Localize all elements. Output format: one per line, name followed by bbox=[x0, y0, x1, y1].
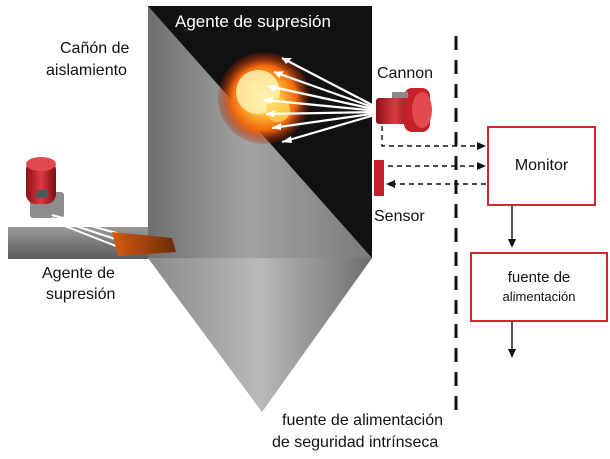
fireball-icon bbox=[218, 52, 310, 144]
power-supply-label-2: alimentación bbox=[502, 289, 576, 304]
monitor-box[interactable]: Monitor bbox=[487, 126, 596, 206]
isolation-cannon-label-2: aislamiento bbox=[46, 62, 127, 79]
intrinsic-power-label-2: de seguridad intrínseca bbox=[272, 434, 439, 451]
sensor-label: Sensor bbox=[374, 208, 425, 225]
cannon-label: Cannon bbox=[377, 65, 434, 82]
isolation-cannon-label-1: Cañón de bbox=[60, 40, 130, 57]
agent-label-top: Agente de supresión bbox=[175, 12, 331, 31]
cannon-icon[interactable] bbox=[376, 88, 432, 132]
isolation-cannon-icon[interactable] bbox=[26, 157, 64, 218]
silo-hopper bbox=[148, 258, 372, 412]
suppression-spray bbox=[263, 57, 379, 144]
signal-arrows bbox=[381, 126, 486, 185]
isolation-flame bbox=[112, 232, 176, 256]
intrinsic-power-label-1: fuente de alimentación bbox=[282, 412, 443, 429]
sensor-icon[interactable] bbox=[374, 160, 384, 196]
agent-label-bottom-2: supresión bbox=[46, 286, 116, 303]
power-supply-box[interactable]: fuente de alimentación bbox=[470, 252, 608, 322]
agent-label-bottom-1: Agente de bbox=[42, 265, 115, 282]
monitor-label: Monitor bbox=[514, 157, 569, 174]
power-supply-label-1: fuente de bbox=[507, 269, 571, 286]
isolation-spray bbox=[51, 214, 121, 247]
